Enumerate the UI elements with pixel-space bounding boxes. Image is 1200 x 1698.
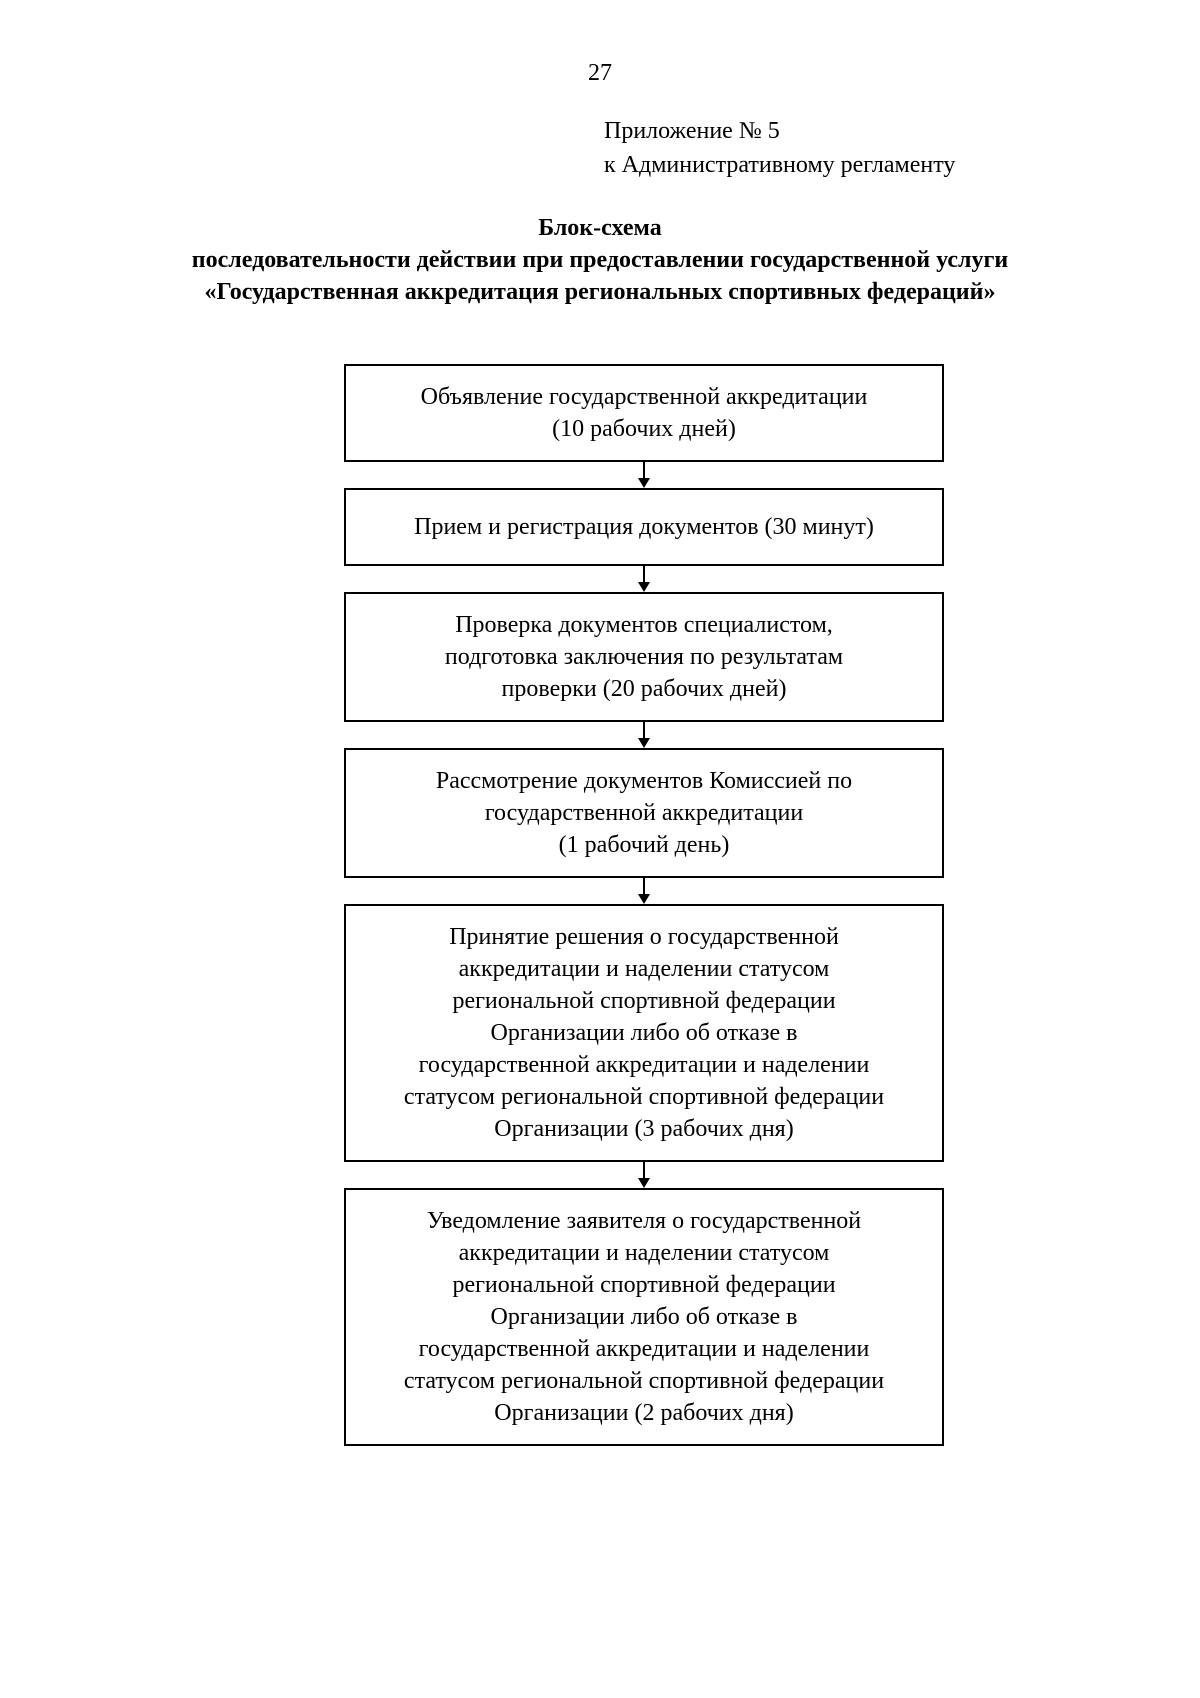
- flow-step-notification: Уведомление заявителя о государственной …: [344, 1188, 944, 1446]
- flow-step-document-check: Проверка документов специалистом, подгот…: [344, 592, 944, 722]
- arrow-down-icon: [344, 878, 944, 904]
- title-line-1: Блок-схема: [538, 215, 662, 241]
- arrow-head: [638, 478, 650, 488]
- page-number: 27: [588, 60, 612, 86]
- arrow-head: [638, 738, 650, 748]
- appendix-block: Приложение № 5 к Административному регла…: [604, 114, 1200, 182]
- document-title: Блок-схема последовательности действии п…: [0, 212, 1200, 308]
- arrow-stem: [643, 566, 645, 582]
- appendix-line-1: Приложение № 5: [604, 118, 780, 144]
- title-line-2: последовательности действии при предоста…: [191, 247, 1009, 273]
- flow-step-commission-review: Рассмотрение документов Комиссией по гос…: [344, 748, 944, 878]
- title-line-3: «Государственная аккредитация региональн…: [204, 279, 996, 305]
- arrow-head: [638, 1178, 650, 1188]
- flow-step-decision: Принятие решения о государственной аккре…: [344, 904, 944, 1162]
- flow-step-announcement: Объявление государственной аккредитации …: [344, 364, 944, 462]
- arrow-down-icon: [344, 1162, 944, 1188]
- appendix-line-2: к Административному регламенту: [604, 152, 956, 178]
- arrow-stem: [643, 878, 645, 894]
- arrow-head: [638, 894, 650, 904]
- arrow-down-icon: [344, 462, 944, 488]
- flowchart: Объявление государственной аккредитации …: [344, 364, 944, 1446]
- flow-step-reception-registration: Прием и регистрация документов (30 минут…: [344, 488, 944, 566]
- arrow-head: [638, 582, 650, 592]
- arrow-down-icon: [344, 722, 944, 748]
- arrow-stem: [643, 462, 645, 478]
- arrow-down-icon: [344, 566, 944, 592]
- arrow-stem: [643, 722, 645, 738]
- arrow-stem: [643, 1162, 645, 1178]
